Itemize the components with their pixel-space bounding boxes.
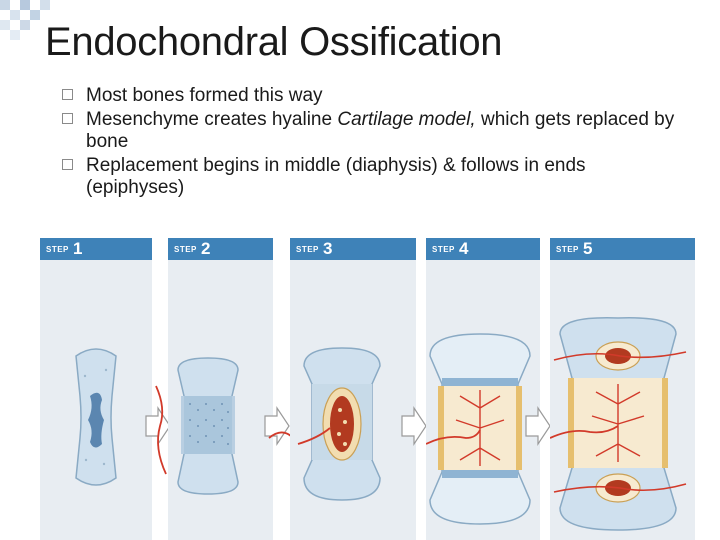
checkbox-bullet-icon	[62, 89, 73, 100]
cartilage-model-illustration	[40, 238, 152, 540]
bullet-text: Mesenchyme creates hyaline	[86, 109, 337, 130]
step-panel-3: STEP 3	[290, 238, 416, 540]
step-panel-5: STEP 5	[550, 238, 695, 540]
checkbox-bullet-icon	[62, 159, 73, 170]
step-panel-4: STEP 4	[426, 238, 540, 540]
bullet-item: Mesenchyme creates hyaline Cartilage mod…	[62, 109, 682, 153]
checkbox-bullet-icon	[62, 113, 73, 124]
slide-title: Endochondral Ossification	[45, 20, 502, 65]
bullet-text: Most bones formed this way	[86, 85, 323, 106]
bullet-list: Most bones formed this way Mesenchyme cr…	[62, 85, 682, 201]
ossification-figure: STEP 1 STEP 2	[40, 238, 695, 540]
bullet-item: Most bones formed this way	[62, 85, 682, 107]
bone-collar-illustration	[168, 238, 273, 540]
bullet-item: Replacement begins in middle (diaphysis)…	[62, 155, 682, 199]
bullet-text: Replacement begins in middle (diaphysis)…	[86, 155, 586, 198]
primary-ossification-center-illustration	[290, 238, 416, 540]
secondary-ossification-centers-illustration	[550, 238, 695, 540]
bullet-italic-text: Cartilage model,	[337, 109, 475, 130]
marrow-cavity-illustration	[426, 238, 540, 540]
step-panel-1: STEP 1	[40, 238, 152, 540]
step-panel-2: STEP 2	[168, 238, 273, 540]
